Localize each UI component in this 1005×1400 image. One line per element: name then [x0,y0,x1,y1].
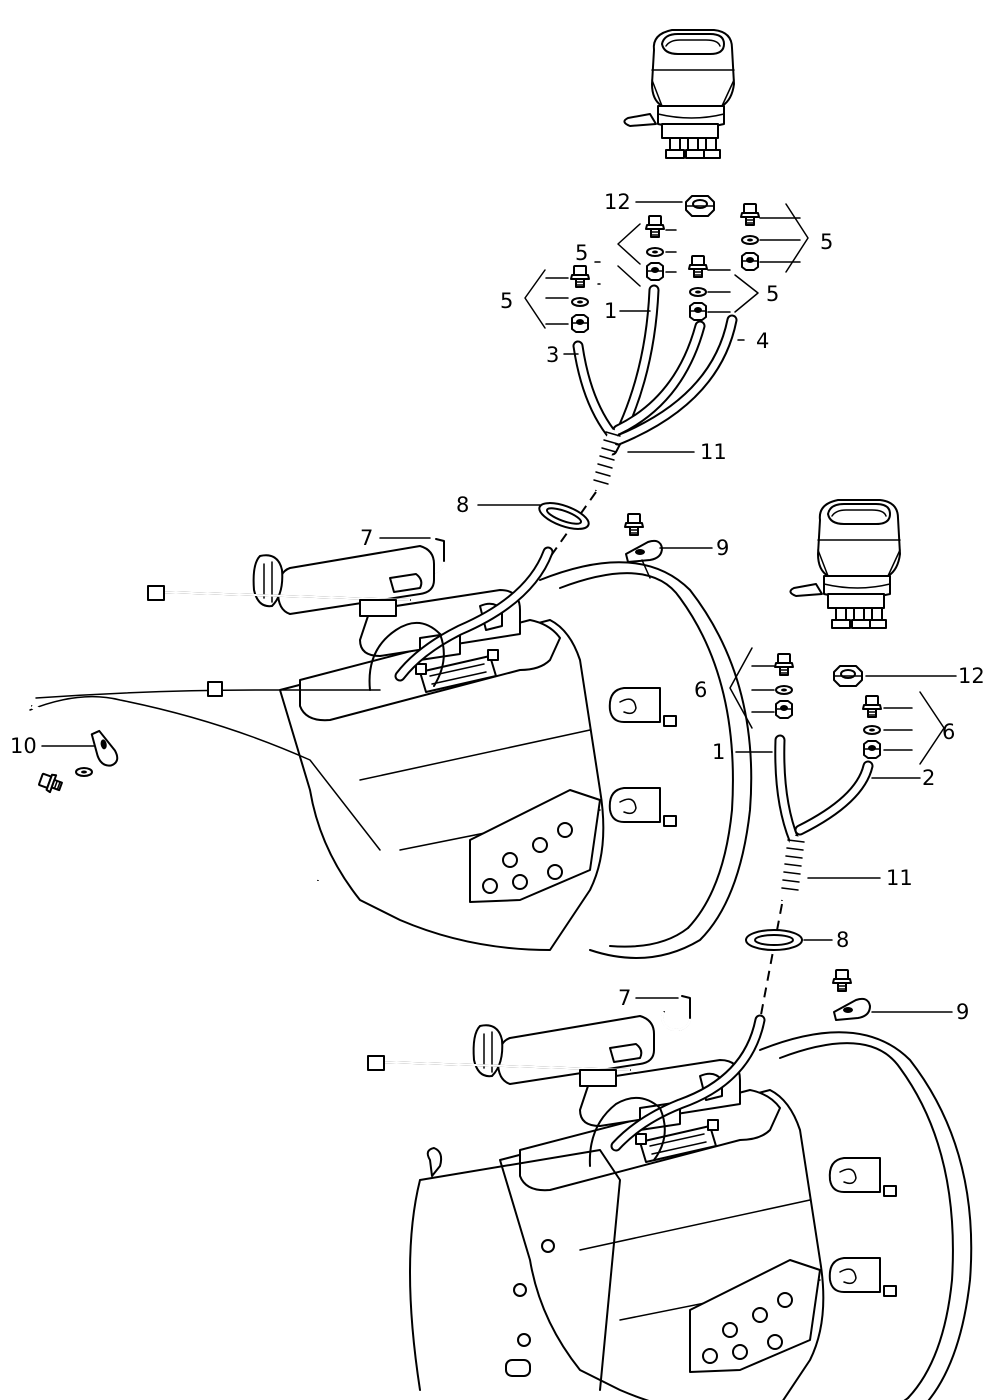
callout-2-bottom: 2 [922,766,935,790]
callout-1-bottom: 1 [712,740,725,764]
callout-5-upper-left: 5 [575,241,588,265]
hex-bolt-icon [774,653,794,676]
bracket-clamp-icon [833,997,871,1021]
callout-4-top: 4 [756,329,769,353]
gearbox-icon [367,1015,973,1400]
callout-6-left: 6 [694,678,707,702]
washer-icon [689,287,707,297]
callout-11-bottom: 11 [886,866,913,890]
callout-3-top: 3 [546,343,559,367]
washer-icon [741,235,759,245]
hex-bolt-icon [862,695,882,718]
washer-icon [571,297,589,307]
callout-7-bottom: 7 [618,986,631,1010]
hex-bolt-icon [740,203,760,226]
bracket-clamp-icon [90,727,120,769]
hex-nut-icon [775,700,793,719]
hex-bolt-icon [36,769,65,796]
callout-12-bottom: 12 [958,664,985,688]
hex-bolt-icon [832,969,852,992]
gearbox-icon [147,545,753,959]
washer-icon [863,725,881,735]
callout-8-top: 8 [456,493,469,517]
selector-switch-icon [623,29,735,159]
hex-nut-icon [689,302,707,321]
hex-bolt-icon [645,215,665,238]
hex-nut-icon [571,314,589,333]
callout-9-top: 9 [716,536,729,560]
leader-lines [41,201,957,1013]
corrugated-sleeve [591,428,621,492]
callout-10-left: 10 [10,734,37,758]
callout-1-top: 1 [604,299,617,323]
hex-bolt-icon [624,513,644,536]
callout-6-right: 6 [942,720,955,744]
hex-nut-icon [685,195,715,217]
cable-clip-icon [660,994,692,1032]
hex-nut-icon [863,740,881,759]
callout-12-top: 12 [604,190,631,214]
callout-5-lower-left: 5 [500,289,513,313]
bracket-clamp-icon [625,539,663,563]
callout-9-bottom: 9 [956,1000,969,1024]
hex-nut-icon [646,262,664,281]
hex-nut-icon [741,252,759,271]
washer-icon [775,685,793,695]
callout-8-bottom: 8 [836,928,849,952]
callout-11-top: 11 [700,440,727,464]
selector-switch-icon [789,499,901,629]
hex-bolt-icon [570,265,590,288]
washer-icon [646,247,664,257]
hex-nut-icon [833,665,863,687]
callout-7-top: 7 [360,526,373,550]
washer-icon [75,767,93,777]
callout-5-lower-right: 5 [766,282,779,306]
hex-bolt-icon [688,255,708,278]
callout-5-upper-right: 5 [820,230,833,254]
corrugated-sleeve [777,834,805,902]
